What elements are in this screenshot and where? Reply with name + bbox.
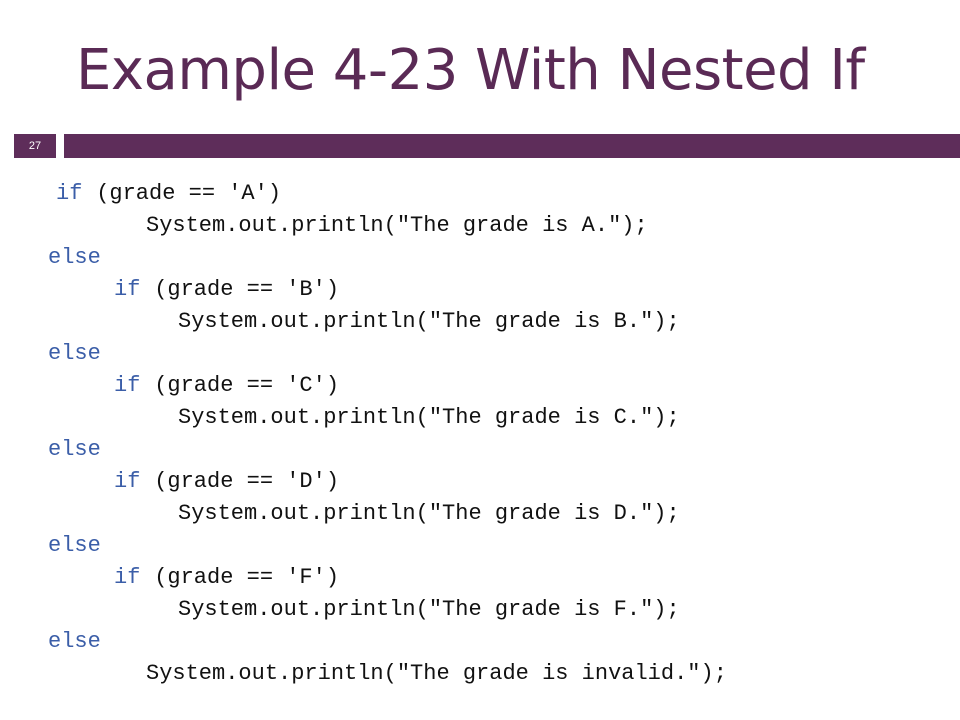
code-line: if (grade == 'B') [0, 274, 960, 306]
code-text: (grade == 'F') [141, 565, 340, 590]
code-text: System.out.println("The grade is D."); [178, 501, 680, 526]
code-keyword: if [114, 373, 141, 398]
code-block: if (grade == 'A') System.out.println("Th… [0, 178, 960, 690]
code-keyword: else [48, 629, 101, 654]
code-keyword: else [48, 533, 101, 558]
code-line: if (grade == 'C') [0, 370, 960, 402]
code-line: else [0, 626, 960, 658]
code-text: System.out.println("The grade is invalid… [146, 661, 727, 686]
code-text: (grade == 'C') [141, 373, 340, 398]
code-line: if (grade == 'D') [0, 466, 960, 498]
code-line: System.out.println("The grade is C."); [0, 402, 960, 434]
code-text: System.out.println("The grade is F."); [178, 597, 680, 622]
code-text: System.out.println("The grade is A."); [146, 213, 648, 238]
code-line: if (grade == 'F') [0, 562, 960, 594]
code-line: System.out.println("The grade is A."); [0, 210, 960, 242]
code-text: System.out.println("The grade is B."); [178, 309, 680, 334]
code-keyword: if [114, 277, 141, 302]
code-line: System.out.println("The grade is invalid… [0, 658, 960, 690]
code-line: System.out.println("The grade is F."); [0, 594, 960, 626]
code-line: else [0, 530, 960, 562]
code-line: else [0, 434, 960, 466]
code-text: System.out.println("The grade is C."); [178, 405, 680, 430]
code-keyword: if [114, 565, 141, 590]
slide-title: Example 4-23 With Nested If [76, 38, 865, 103]
code-line: System.out.println("The grade is B."); [0, 306, 960, 338]
code-text: (grade == 'A') [83, 181, 282, 206]
code-text: (grade == 'D') [141, 469, 340, 494]
title-divider-bar [64, 134, 960, 158]
slide-number: 27 [28, 140, 42, 152]
code-line: else [0, 242, 960, 274]
code-keyword: else [48, 245, 101, 270]
code-line: else [0, 338, 960, 370]
code-line: System.out.println("The grade is D."); [0, 498, 960, 530]
code-keyword: if [56, 181, 83, 206]
slide-number-badge: 27 [14, 134, 56, 158]
code-keyword: else [48, 437, 101, 462]
code-keyword: else [48, 341, 101, 366]
code-line: if (grade == 'A') [0, 178, 960, 210]
code-text: (grade == 'B') [141, 277, 340, 302]
code-keyword: if [114, 469, 141, 494]
